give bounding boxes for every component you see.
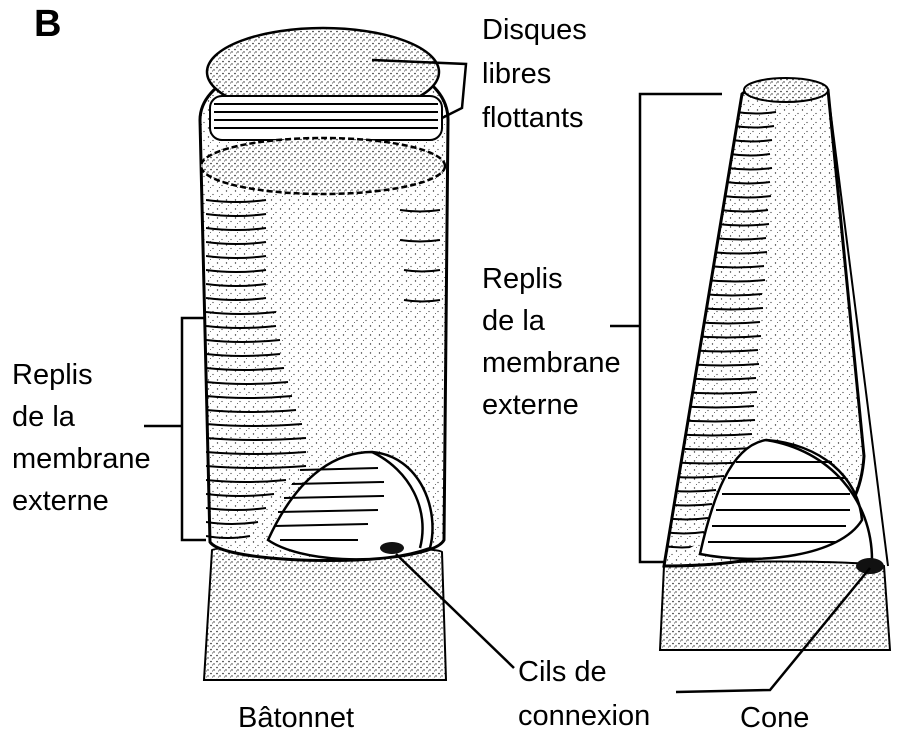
cone-folds-label-line: membrane <box>482 342 621 384</box>
cilia-label-line: Cils de <box>518 650 650 694</box>
cone-name-label: Cone <box>740 700 809 736</box>
cone-cell <box>660 78 890 650</box>
cone-folds-label-line: de la <box>482 300 621 342</box>
cone-folds-label-line: Replis <box>482 258 621 300</box>
rod-folds-label-line: membrane <box>12 438 151 480</box>
rod-free-discs <box>210 96 442 140</box>
cone-membrane-folds-label: Replis de la membrane externe <box>482 258 621 426</box>
rod-scalloped-rim <box>201 138 445 194</box>
rod-bracket <box>182 318 206 540</box>
rod-folds-label-line: externe <box>12 480 151 522</box>
rod-membrane-folds-label: Replis de la membrane externe <box>12 354 151 522</box>
free-discs-label-line: libres <box>482 52 587 96</box>
free-discs-label: Disques libres flottants <box>482 8 587 140</box>
cone-inner-segment <box>660 562 890 651</box>
free-discs-label-line: flottants <box>482 96 587 140</box>
connecting-cilia-label: Cils de connexion <box>518 650 650 736</box>
rod-folds-label-line: de la <box>12 396 151 438</box>
rod-name-label: Bâtonnet <box>238 700 354 736</box>
cilia-label-line: connexion <box>518 694 650 736</box>
panel-letter: B <box>34 4 61 44</box>
rod-folds-label-line: Replis <box>12 354 151 396</box>
cone-folds-label-line: externe <box>482 384 621 426</box>
cone-cilium-base <box>856 558 884 574</box>
free-discs-label-line: Disques <box>482 8 587 52</box>
cone-top <box>744 78 828 102</box>
rod-cilium-base <box>380 542 404 554</box>
rod-cell <box>200 28 448 680</box>
